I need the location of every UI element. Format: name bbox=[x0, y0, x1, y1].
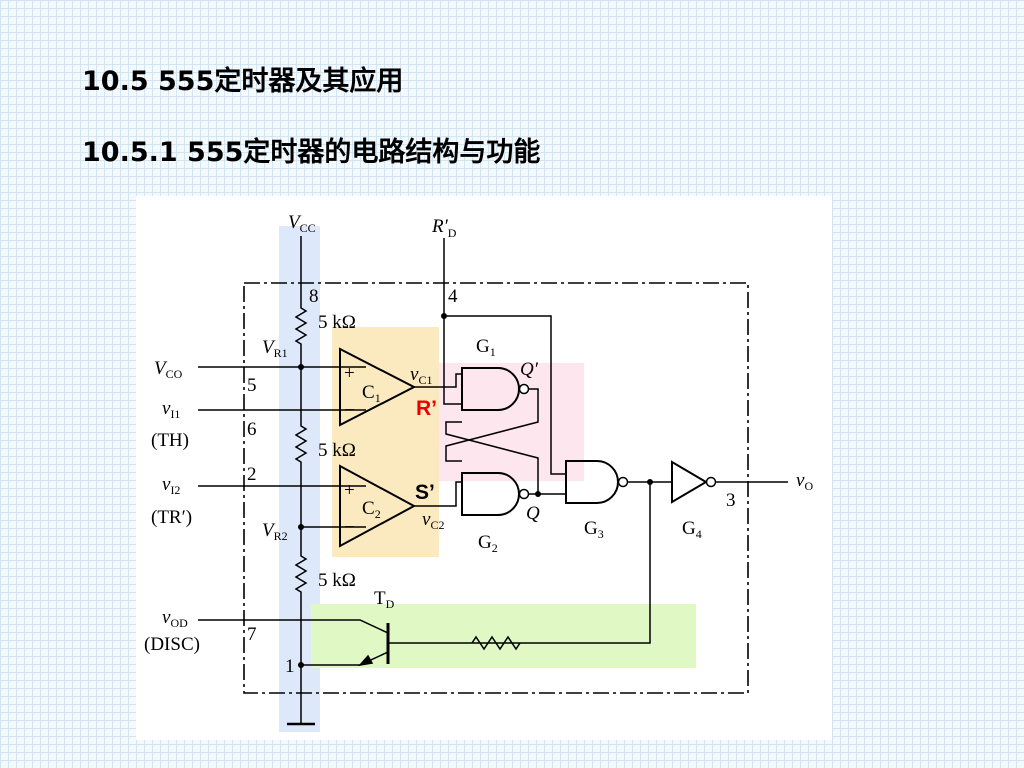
c2-plus-sign: + bbox=[344, 480, 355, 501]
comparator-highlight bbox=[332, 327, 439, 557]
resistor-r3-label: 5 kΩ bbox=[318, 570, 356, 591]
pin-8-label: 8 bbox=[309, 286, 319, 307]
comparator-c2-label: C2 bbox=[362, 498, 381, 521]
pin-2-label: 2 bbox=[247, 464, 257, 485]
c2-minus-sign: − bbox=[344, 517, 355, 538]
supply-label: VCC bbox=[288, 212, 316, 235]
q-label: Q bbox=[526, 503, 540, 524]
gate-g2-label: G2 bbox=[478, 532, 498, 555]
c1-minus-sign: − bbox=[344, 400, 355, 421]
gate-g3-symbol bbox=[565, 460, 619, 504]
pin-1-label: 1 bbox=[285, 656, 295, 677]
gate-g2-symbol bbox=[461, 472, 520, 516]
junction-dot bbox=[298, 662, 304, 668]
reset-to-g3-wire bbox=[444, 315, 566, 475]
gate-g4-symbol bbox=[671, 460, 708, 504]
chip-boundary bbox=[243, 282, 749, 694]
r-prime-annotation: R’ bbox=[416, 397, 437, 420]
pin-7-label: 7 bbox=[247, 624, 257, 645]
vr1-label: VR1 bbox=[262, 337, 288, 360]
vco-label: VCO bbox=[154, 358, 183, 381]
junction-dot bbox=[441, 313, 447, 319]
junction-dot bbox=[647, 479, 653, 485]
transistor-td-collector bbox=[198, 619, 389, 634]
comparator-c2-symbol bbox=[339, 464, 417, 548]
th-label: (TH) bbox=[151, 430, 189, 451]
gate-g3-bubble bbox=[617, 476, 629, 488]
reset-wire bbox=[443, 238, 462, 405]
gate-g1-symbol bbox=[461, 367, 520, 411]
resistor-r2-label: 5 kΩ bbox=[318, 440, 356, 461]
s-prime-annotation: S’ bbox=[415, 481, 435, 504]
q-prime-label: Q′ bbox=[520, 359, 539, 380]
vi1-label: vI1 bbox=[162, 398, 180, 421]
gate-g4-label: G4 bbox=[682, 518, 702, 541]
divider-wire bbox=[294, 236, 308, 724]
gate-g1-bubble bbox=[518, 383, 530, 395]
discharge-drive-wire bbox=[388, 482, 651, 651]
comparator-c1-label: C1 bbox=[362, 382, 381, 405]
pin-3-label: 3 bbox=[726, 490, 736, 511]
vc1-wire bbox=[414, 373, 462, 388]
pin-4-label: 4 bbox=[448, 286, 458, 307]
cross-coupling-wire bbox=[445, 388, 539, 462]
circuit-diagram: VCC R′D 8 4 5 6 2 7 1 3 5 kΩ 5 kΩ 5 kΩ V… bbox=[144, 212, 813, 732]
output-label: vO bbox=[796, 470, 813, 493]
transistor-td-emitter-arrow bbox=[358, 654, 374, 667]
reset-label: R′D bbox=[431, 216, 457, 240]
junction-dot bbox=[535, 491, 541, 497]
pin-6-label: 6 bbox=[247, 419, 257, 440]
comparator-c1-symbol bbox=[339, 347, 417, 427]
disc-label: (DISC) bbox=[144, 634, 200, 655]
gate-g3-label: G3 bbox=[584, 518, 604, 541]
transistor-td-label: TD bbox=[374, 588, 395, 611]
circuit-diagram-panel: VCC R′D 8 4 5 6 2 7 1 3 5 kΩ 5 kΩ 5 kΩ V… bbox=[136, 196, 832, 740]
vc2-wire bbox=[414, 481, 462, 507]
vc2-label: vC2 bbox=[422, 509, 444, 532]
tr-label: (TR′) bbox=[151, 507, 192, 528]
vr2-label: VR2 bbox=[262, 520, 288, 543]
gate-g1-label: G1 bbox=[476, 336, 496, 359]
gate-g4-bubble bbox=[705, 476, 717, 488]
section-title: 10.5 555定时器及其应用 bbox=[82, 66, 404, 97]
vc1-label: vC1 bbox=[410, 364, 432, 387]
vod-label: vOD bbox=[162, 607, 188, 630]
resistor-r1-label: 5 kΩ bbox=[318, 312, 356, 333]
pin-5-label: 5 bbox=[247, 375, 257, 396]
junction-dot bbox=[298, 364, 304, 370]
gate-g2-bubble bbox=[518, 488, 530, 500]
vi2-label: vI2 bbox=[162, 474, 180, 497]
junction-dot bbox=[298, 524, 304, 530]
latch-highlight bbox=[439, 363, 584, 481]
c1-plus-sign: + bbox=[344, 363, 355, 384]
subsection-title: 10.5.1 555定时器的电路结构与功能 bbox=[82, 137, 541, 168]
